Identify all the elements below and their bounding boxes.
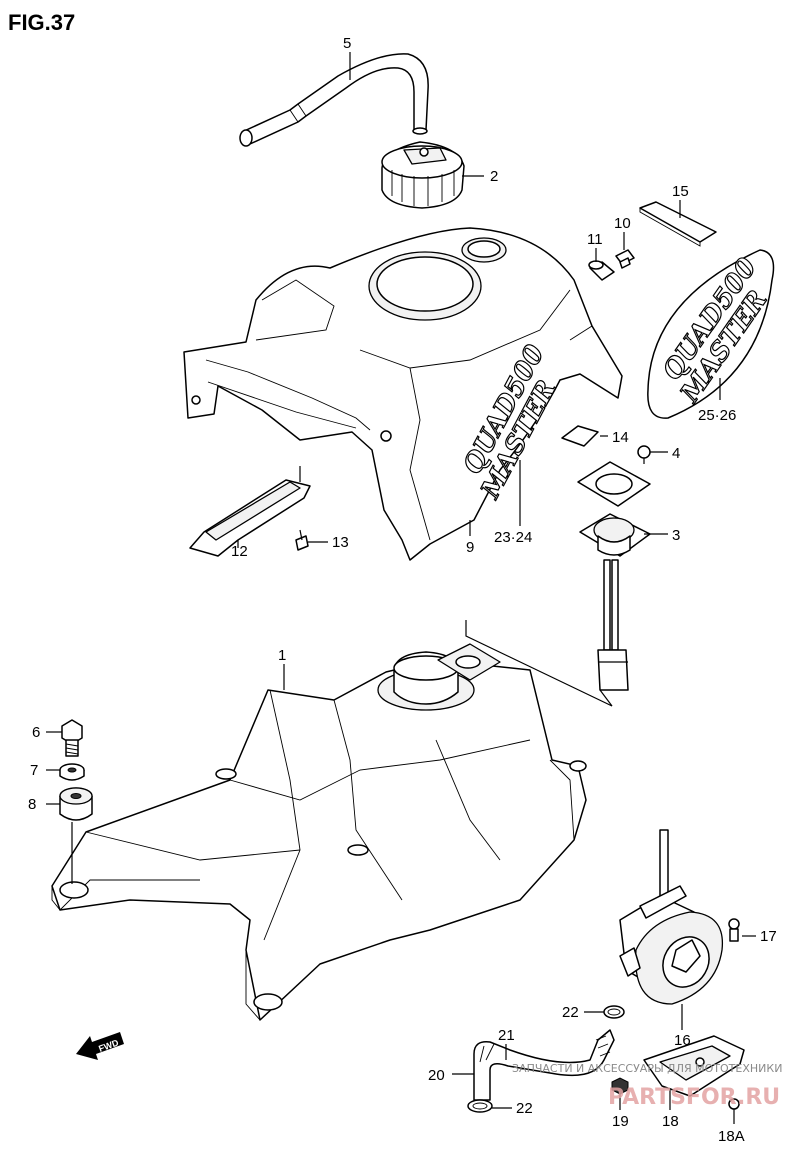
valve-bracket-part <box>643 1035 745 1097</box>
callout-19: 19 <box>612 1113 629 1130</box>
callout-20: 20 <box>428 1067 445 1084</box>
bolt-6-part <box>61 719 83 757</box>
watermark-brand: PARTSFOR.RU <box>608 1085 780 1110</box>
callout-5: 5 <box>343 35 351 52</box>
nut-part <box>611 1077 629 1095</box>
callout-6: 6 <box>32 724 40 741</box>
callout-22-lower: 22 <box>516 1100 533 1117</box>
fuel-tank-part <box>51 643 587 1021</box>
callout-12: 12 <box>231 543 248 560</box>
collar-part <box>588 260 615 281</box>
callout-10: 10 <box>614 215 631 232</box>
hose-clamp-upper <box>603 1005 625 1019</box>
callout-18a: 18A <box>718 1128 745 1145</box>
screw-17-part <box>728 918 740 942</box>
leader-lines <box>46 52 756 1124</box>
watermark: ЗАПЧАСТИ И АКСЕССУАРЫ ДЛЯ МОТОТЕХНИКИ PA… <box>512 1062 782 1110</box>
callout-7: 7 <box>30 762 38 779</box>
seal-part <box>561 425 599 447</box>
bolt-part <box>615 249 635 269</box>
callout-23-24: 23·24 <box>494 529 532 546</box>
callout-25-26: 25·26 <box>698 407 736 424</box>
screw-part <box>295 529 309 551</box>
screw-4-part <box>637 445 651 464</box>
callout-18: 18 <box>662 1113 679 1130</box>
breather-hose-part <box>239 53 429 147</box>
callout-9: 9 <box>466 539 474 556</box>
watermark-caption: ЗАПЧАСТИ И АКСЕССУАРЫ ДЛЯ МОТОТЕХНИКИ <box>512 1062 782 1075</box>
callout-1: 1 <box>278 647 286 664</box>
decal-part: QUAD500 MASTER <box>647 249 775 419</box>
cushion-part <box>59 787 93 821</box>
washer-part <box>59 763 85 781</box>
callout-22-upper: 22 <box>562 1004 579 1021</box>
callout-13: 13 <box>332 534 349 551</box>
callout-14: 14 <box>612 429 629 446</box>
fuel-hose-part <box>473 1029 615 1101</box>
callout-2: 2 <box>490 168 498 185</box>
gasket-part <box>577 461 651 507</box>
callout-4: 4 <box>672 445 680 462</box>
bracket-part <box>189 466 311 557</box>
fuel-cap-part <box>381 141 465 209</box>
hose-clamp-lower <box>467 1099 493 1113</box>
callout-16: 16 <box>674 1032 691 1049</box>
callouts: 5 2 15 10 11 25·26 14 4 3 23·24 9 12 13 … <box>28 35 777 1145</box>
callout-3: 3 <box>672 527 680 544</box>
forward-arrow: FWD <box>76 1032 124 1060</box>
figure-title: FIG.37 <box>8 10 75 35</box>
callout-15: 15 <box>672 183 689 200</box>
callout-21: 21 <box>498 1027 515 1044</box>
callout-11: 11 <box>587 231 603 248</box>
fuel-cock-part <box>619 829 724 1005</box>
callout-8: 8 <box>28 796 36 813</box>
fuel-gauge-part <box>579 513 651 691</box>
callout-17: 17 <box>760 928 777 945</box>
pad-part <box>639 201 717 247</box>
